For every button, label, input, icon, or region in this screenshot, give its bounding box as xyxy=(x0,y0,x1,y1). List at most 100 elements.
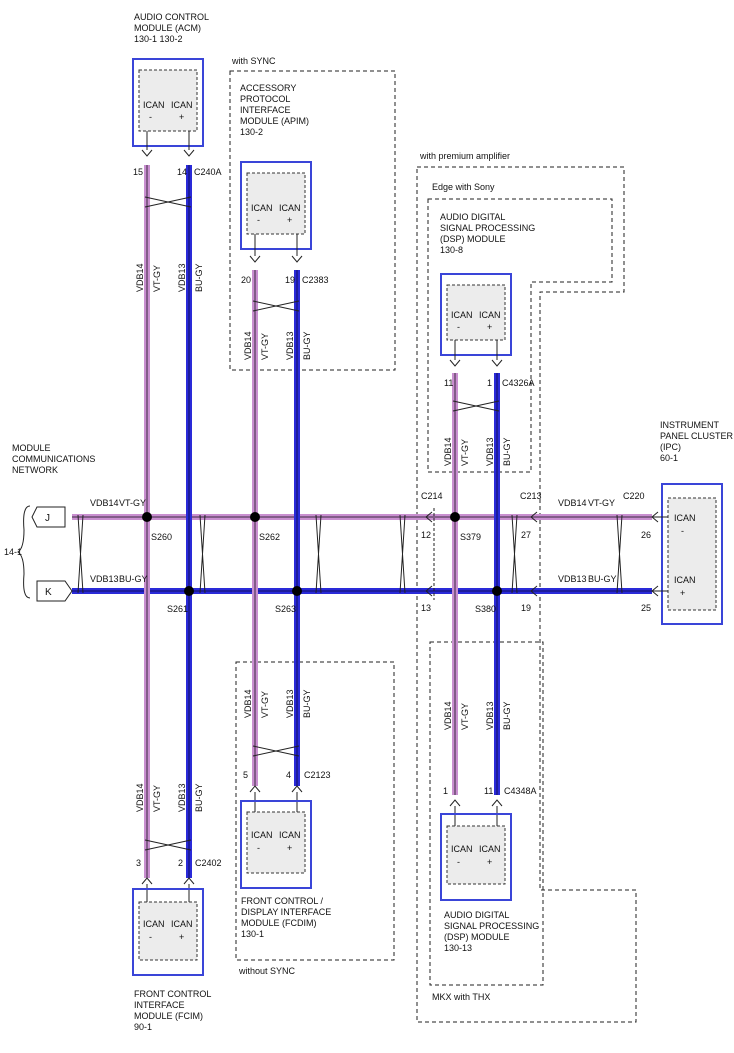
network-title: COMMUNICATIONS xyxy=(12,454,95,464)
acm-ican-plus-sign: + xyxy=(179,112,184,122)
apim-ican-minus-sign: - xyxy=(257,215,260,225)
fcim-connector-label: C2402 xyxy=(195,858,222,868)
fcdim-ican-minus-sign: - xyxy=(257,843,260,853)
fcdim-vt-color: VT-GY xyxy=(260,691,270,718)
c214-pin-vt: 12 xyxy=(421,530,431,540)
apim-ican-plus-sign: + xyxy=(287,215,292,225)
fcdim-ican-block xyxy=(246,811,306,874)
network-title: NETWORK xyxy=(12,465,58,475)
acm-title: 130-1 130-2 xyxy=(134,34,183,44)
splice-dot xyxy=(450,512,460,522)
apim-ican-plus-label: ICAN xyxy=(279,203,301,213)
connector-j-label: J xyxy=(45,513,50,524)
dsp-mkx-vt-color: VT-GY xyxy=(460,703,470,730)
fcdim-pin-bu: 4 xyxy=(286,770,291,780)
with-sync-region xyxy=(229,70,396,371)
dsp-edge-title: AUDIO DIGITAL xyxy=(440,212,505,222)
acm-bu-code: VDB13 xyxy=(177,263,187,292)
fcdim-title: MODULE (FCDIM) xyxy=(241,918,317,928)
fcim-title: FRONT CONTROL xyxy=(134,989,211,999)
fcim-title: MODULE (FCIM) xyxy=(134,1011,203,1021)
apim-bu-color: BU-GY xyxy=(302,331,312,360)
fcdim-module-box xyxy=(240,800,312,889)
acm-vt-code: VDB14 xyxy=(135,263,145,292)
network-brace xyxy=(17,505,31,599)
dsp-mkx-ican-plus-label: ICAN xyxy=(479,844,501,854)
ipc-title: INSTRUMENT xyxy=(660,420,719,430)
acm-pin-bu: 14 xyxy=(177,167,187,177)
splice-dot xyxy=(292,586,302,596)
ipc-bus-vt-color: VT-GY xyxy=(588,498,615,508)
without-sync-region xyxy=(235,661,395,961)
apim-module-box xyxy=(240,161,312,250)
connector-j-shape xyxy=(31,506,66,528)
apim-title: 130-2 xyxy=(240,127,263,137)
dsp-mkx-pin-vt: 1 xyxy=(443,786,448,796)
fcim-ican-block xyxy=(138,901,198,961)
acm-ican-plus-label: ICAN xyxy=(171,100,193,110)
dsp-mkx-title: AUDIO DIGITAL xyxy=(444,910,509,920)
fcdim-bu-code: VDB13 xyxy=(285,689,295,718)
apim-vt-color: VT-GY xyxy=(260,333,270,360)
ipc-bus-vt-code: VDB14 xyxy=(558,498,587,508)
apim-pin-bu: 19 xyxy=(285,275,295,285)
apim-title: PROTOCOL xyxy=(240,94,290,104)
ipc-bus-bu-color: BU-GY xyxy=(588,574,617,584)
dsp-edge-ican-minus-label: ICAN xyxy=(451,310,473,320)
c213-pin-bu: 19 xyxy=(521,603,531,613)
splice-s262-label: S262 xyxy=(259,532,280,542)
ipc-ican-plus-label: ICAN xyxy=(674,575,696,585)
apim-vt-code: VDB14 xyxy=(243,331,253,360)
fcdim-title: DISPLAY INTERFACE xyxy=(241,907,331,917)
dsp-edge-ican-minus-sign: - xyxy=(457,322,460,332)
connector-k-shape xyxy=(36,580,73,602)
fcdim-ican-minus-label: ICAN xyxy=(251,830,273,840)
c214-pin-bu: 13 xyxy=(421,603,431,613)
premium-amplifier-region xyxy=(416,166,637,1023)
acm-ican-block xyxy=(138,69,198,132)
fcim-ican-minus-sign: - xyxy=(149,932,152,942)
ipc-pin-bu: 25 xyxy=(641,603,651,613)
dsp-edge-title: (DSP) MODULE xyxy=(440,234,506,244)
bus-bu-color-label: BU-GY xyxy=(119,574,148,584)
acm-vt-color: VT-GY xyxy=(152,265,162,292)
fcim-connector-chevron xyxy=(141,877,195,885)
fcim-ican-plus-sign: + xyxy=(179,932,184,942)
bus-vt-color-label: VT-GY xyxy=(119,498,146,508)
edge-with-sony-label: Edge with Sony xyxy=(432,182,495,192)
bus-vt-code-label: VDB14 xyxy=(90,498,119,508)
dsp-edge-pin-bu: 1 xyxy=(487,378,492,388)
c213-label: C213 xyxy=(520,491,542,501)
fcdim-title: FRONT CONTROL / xyxy=(241,896,324,906)
apim-connector-label: C2383 xyxy=(302,275,329,285)
ipc-bus-bu-code: VDB13 xyxy=(558,574,587,584)
dsp-mkx-title: (DSP) MODULE xyxy=(444,932,510,942)
dsp-edge-module-box xyxy=(440,273,512,356)
premium-amplifier-label: with premium amplifier xyxy=(419,151,510,161)
fcim-pin-vt: 3 xyxy=(136,858,141,868)
network-title: MODULE xyxy=(12,443,51,453)
dsp-edge-vt-color: VT-GY xyxy=(460,439,470,466)
ipc-title: 60-1 xyxy=(660,453,678,463)
dsp-edge-ican-block xyxy=(446,284,506,341)
c213-pin-vt: 27 xyxy=(521,530,531,540)
splice-s261-label: S261 xyxy=(167,604,188,614)
edge-with-sony-region xyxy=(427,198,613,473)
fcdim-pin-vt: 5 xyxy=(243,770,248,780)
mkx-with-thx-label: MKX with THX xyxy=(432,992,490,1002)
acm-connector-chevron xyxy=(141,149,195,157)
splice-dot xyxy=(184,586,194,596)
acm-pin-vt: 15 xyxy=(133,167,143,177)
apim-ican-minus-label: ICAN xyxy=(251,203,273,213)
acm-ican-minus-sign: - xyxy=(149,112,152,122)
apim-connector-chevron xyxy=(249,255,303,263)
dsp-mkx-title: SIGNAL PROCESSING xyxy=(444,921,539,931)
dsp-mkx-ican-minus-sign: - xyxy=(457,857,460,867)
splice-s260-label: S260 xyxy=(151,532,172,542)
splice-dot xyxy=(142,512,152,522)
without-sync-label: without SYNC xyxy=(238,966,296,976)
acm-connector-label: C240A xyxy=(194,167,222,177)
dsp-mkx-connector-label: C4348A xyxy=(504,786,537,796)
fcdim-ican-plus-sign: + xyxy=(287,843,292,853)
